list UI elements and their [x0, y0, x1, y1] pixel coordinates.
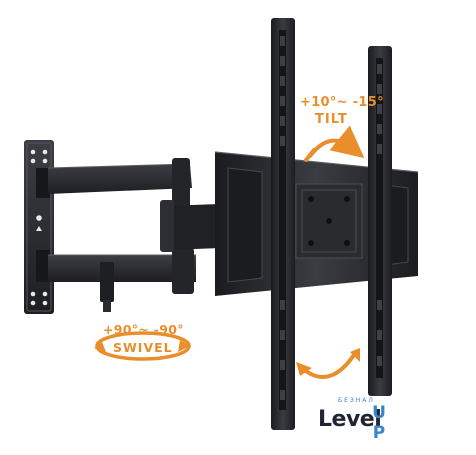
logo-wordmark: Level — [318, 407, 382, 432]
wall-plate — [24, 140, 54, 314]
tilt-range-label: +10°~ -15° — [300, 95, 384, 110]
logo-subtitle: БЕЗНАЛ — [338, 397, 375, 404]
swing-arms — [47, 158, 222, 312]
rotation-arrow-icon — [296, 348, 360, 379]
swivel-arrow-icon — [94, 331, 191, 361]
vertical-rail-left — [271, 18, 295, 430]
vertical-rail-right — [368, 46, 392, 396]
swivel-label: SWIVEL — [113, 340, 173, 355]
swivel-range-label: +90°~ -90° — [103, 322, 184, 337]
tilt-label: TILT — [315, 112, 348, 127]
tilt-arrow-icon — [304, 125, 365, 162]
tilt-plate — [214, 151, 419, 296]
logo-accent: UP — [369, 403, 389, 443]
levelup-logo: БЕЗНАЛ Level UP — [318, 395, 390, 443]
